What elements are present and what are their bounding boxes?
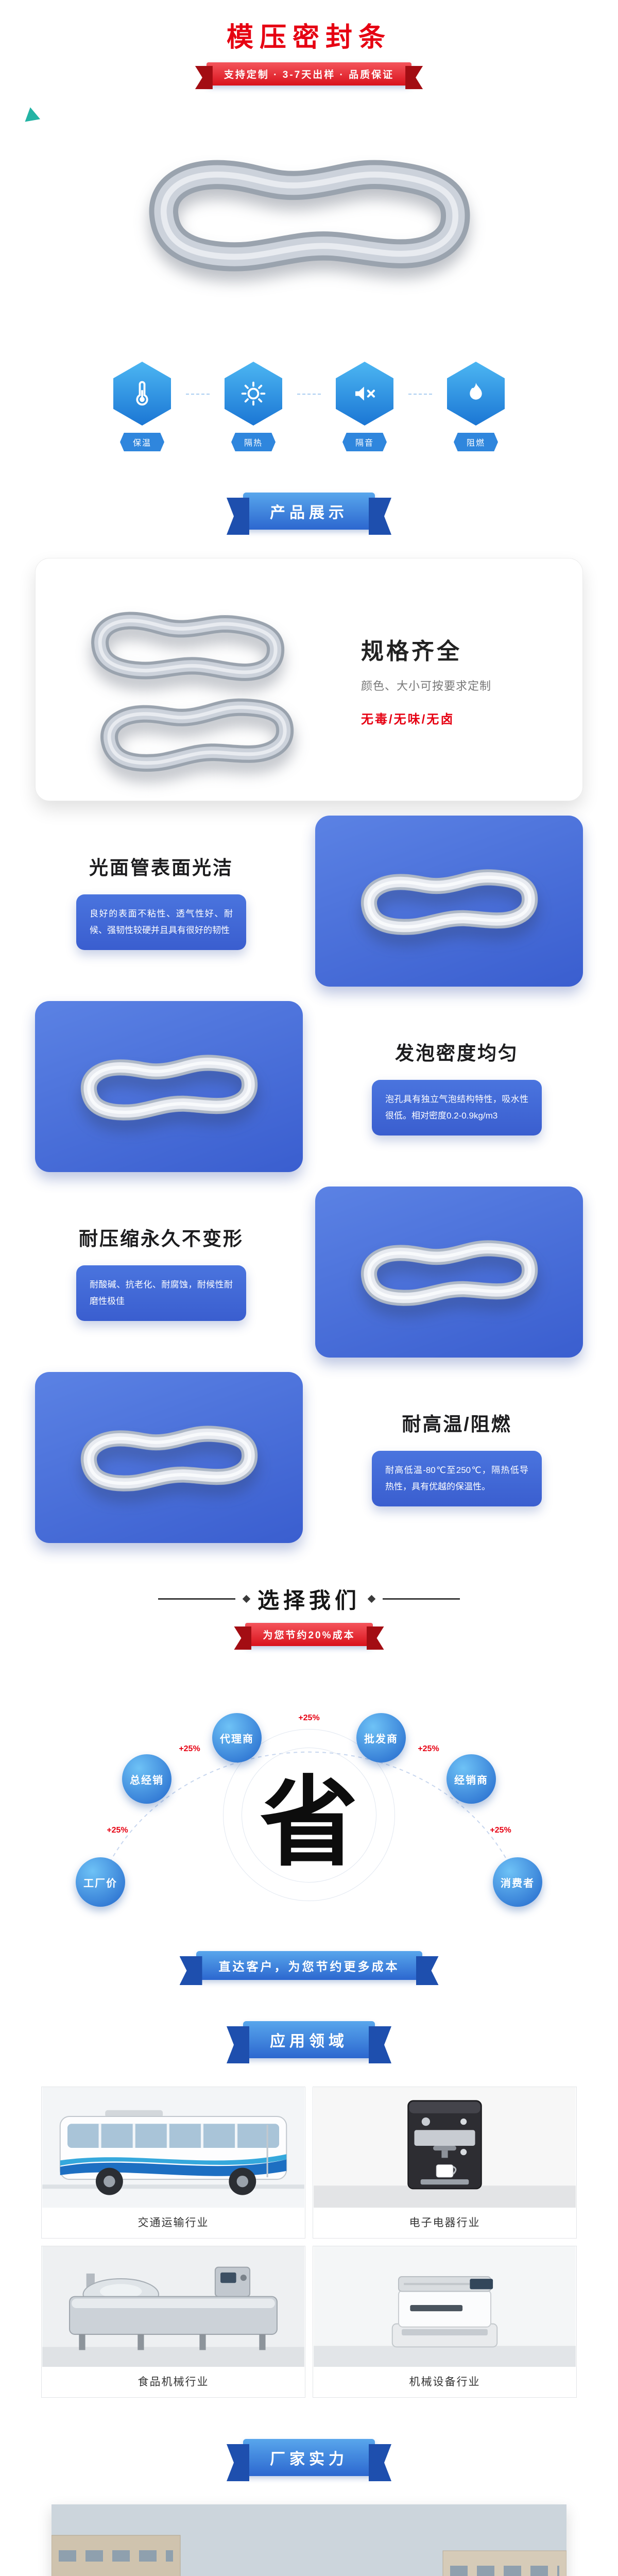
feature-block-desc: 耐高低温-80℃至250℃，隔热低导热性，具有优越的保温性。	[372, 1450, 542, 1507]
subtitle-ribbon: 支持定制 · 3-7天出样 · 品质保证	[206, 62, 412, 86]
feature-label: 隔音	[342, 433, 387, 451]
application-label: 食品机械行业	[138, 2376, 209, 2388]
diamond-icon	[242, 1595, 251, 1603]
decorative-ring	[242, 1748, 376, 1883]
flame-icon	[447, 362, 505, 426]
application-food-machinery: 食品机械行业	[41, 2246, 305, 2398]
spec-card-title: 规格齐全	[361, 638, 462, 664]
feature-block-desc: 良好的表面不粘性、透气性好、耐候、强韧性较硬并且具有很好的韧性	[76, 894, 246, 951]
food-machine-image	[42, 2246, 304, 2367]
feature-block-compression: 耐压缩永久不变形 耐酸碱、抗老化、耐腐蚀，耐候性耐磨性极佳	[35, 1187, 583, 1358]
section-title-application: 应用领域	[243, 2021, 375, 2058]
section-title-factory: 厂家实力	[243, 2439, 375, 2476]
printer-image	[314, 2246, 576, 2367]
feature-soundproof: 隔音	[321, 362, 408, 451]
save-character: 省	[260, 1768, 358, 1878]
section-product-show: 规格齐全 颜色、大小可按要求定制 无毒/无味/无卤 光面管表面光洁 良好的表面不…	[0, 558, 618, 1543]
chain-node-consumer: 消费者	[493, 1857, 542, 1907]
gasket-product-image	[108, 120, 510, 308]
chain-node-agent: 代理商	[212, 1713, 262, 1762]
feature-icons-row: 保温 隔热 隔音 阻燃	[0, 362, 618, 451]
feature-block-title: 发泡密度均匀	[395, 1042, 519, 1064]
feature-label: 保温	[120, 433, 164, 451]
feature-flame-retardant: 阻燃	[432, 362, 520, 451]
page-title: 模压密封条	[226, 23, 391, 53]
markup-label: +25%	[490, 1826, 511, 1835]
spec-card-photo	[61, 579, 329, 780]
feature-heat-block: 隔热	[210, 362, 297, 451]
markup-label: +25%	[179, 1744, 200, 1753]
feature-label: 阻燃	[454, 433, 498, 451]
brand-mark-icon	[22, 106, 41, 122]
application-electronics: 电子电器行业	[313, 2087, 577, 2239]
sun-icon	[225, 362, 282, 426]
markup-label: +25%	[418, 1744, 439, 1753]
spec-card-desc: 颜色、大小可按要求定制	[361, 679, 492, 692]
feature-block-title: 光面管表面光洁	[89, 857, 233, 878]
chain-node-wholesaler: 批发商	[356, 1713, 406, 1762]
spec-card: 规格齐全 颜色、大小可按要求定制 无毒/无味/无卤	[35, 558, 583, 801]
direct-to-customer-ribbon: 直达客户，为您节约更多成本	[196, 1951, 422, 1980]
divider	[383, 1598, 460, 1600]
feature-block-surface: 光面管表面光洁 良好的表面不粘性、透气性好、耐候、强韧性较硬并且具有很好的韧性	[35, 816, 583, 987]
application-label: 机械设备行业	[409, 2376, 480, 2388]
distribution-chain-diagram: 省 总经销 代理商 批发商 经销商 工厂价 消费者 +25% +25% +25%…	[52, 1660, 566, 1949]
speaker-mute-icon	[336, 362, 393, 426]
spec-card-tags: 无毒/无味/无卤	[361, 712, 455, 726]
cost-saving-ribbon: 为您节约20%成本	[245, 1623, 373, 1646]
application-transportation: 交通运输行业	[41, 2087, 305, 2239]
feature-label: 隔热	[231, 433, 276, 451]
chain-node-factory-price: 工厂价	[76, 1857, 125, 1907]
feature-block-desc: 泡孔具有独立气泡结构特性，吸水性很低。相对密度0.2-0.9kg/m3	[372, 1079, 542, 1136]
choose-us-heading: 选择我们	[257, 1588, 360, 1613]
decorative-ring	[223, 1729, 395, 1901]
markup-label: +25%	[107, 1826, 128, 1835]
feature-block-photo	[35, 1001, 303, 1172]
feature-block-title: 耐高温/阻燃	[402, 1413, 512, 1435]
divider	[158, 1598, 235, 1600]
application-grid: 交通运输行业 电子电器行业	[41, 2087, 577, 2398]
application-machinery-equipment: 机械设备行业	[313, 2246, 577, 2398]
chain-node-dealer: 经销商	[447, 1754, 496, 1804]
feature-block-photo	[315, 1187, 583, 1358]
thermometer-icon	[113, 362, 171, 426]
chain-node-general-distributor: 总经销	[122, 1754, 171, 1804]
product-hero-image	[0, 103, 618, 325]
section-title-choose-us: 选择我们	[0, 1583, 618, 1615]
feature-insulation: 保温	[98, 362, 186, 451]
application-label: 交通运输行业	[138, 2217, 209, 2229]
feature-block-density: 发泡密度均匀 泡孔具有独立气泡结构特性，吸水性很低。相对密度0.2-0.9kg/…	[35, 1001, 583, 1172]
bus-image	[42, 2087, 304, 2208]
markup-label: +25%	[298, 1714, 320, 1722]
feature-block-temperature: 耐高温/阻燃 耐高低温-80℃至250℃，隔热低导热性，具有优越的保温性。	[35, 1372, 583, 1543]
feature-block-photo	[315, 816, 583, 987]
divider	[297, 394, 321, 395]
diamond-icon	[367, 1595, 376, 1603]
divider	[408, 394, 432, 395]
feature-block-desc: 耐酸碱、抗老化、耐腐蚀，耐候性耐磨性极佳	[76, 1265, 246, 1321]
coffee-machine-image	[314, 2087, 576, 2208]
application-label: 电子电器行业	[409, 2217, 480, 2229]
feature-block-photo	[35, 1372, 303, 1543]
section-title-product-show: 产品展示	[243, 493, 375, 530]
feature-block-title: 耐压缩永久不变形	[79, 1228, 244, 1249]
divider	[186, 394, 210, 395]
factory-photo	[52, 2504, 566, 2576]
